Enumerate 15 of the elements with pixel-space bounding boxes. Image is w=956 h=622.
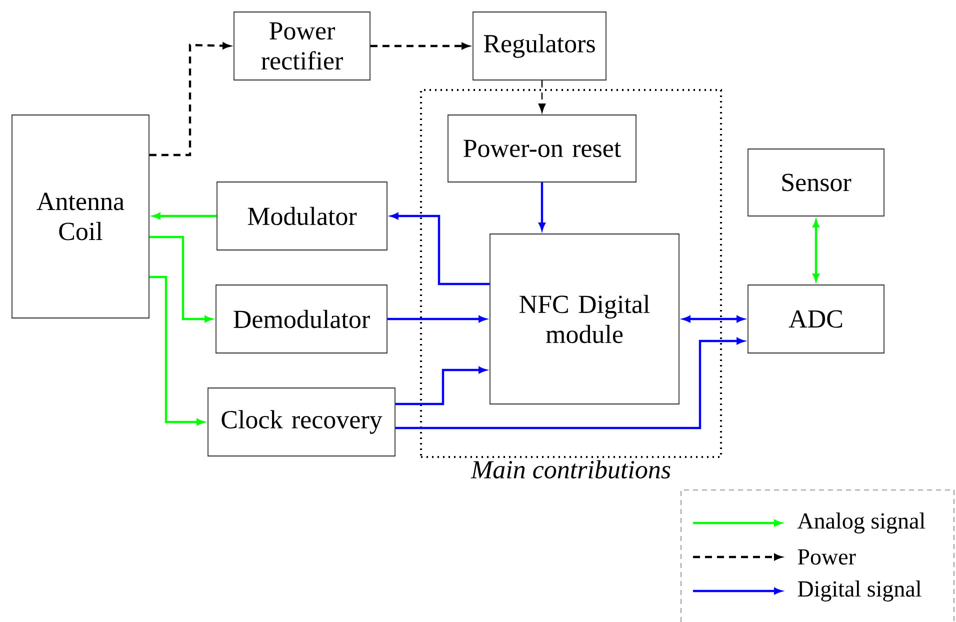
block-box: ADC (748, 284, 884, 354)
block-box: NFC Digital module (490, 234, 680, 404)
block-box: Regulators (472, 12, 606, 80)
block-box: Power-on reset (448, 114, 636, 182)
block-box: Antenna Coil (12, 114, 150, 318)
node-label: Main contributions (470, 460, 670, 479)
block-box: Sensor (748, 148, 884, 216)
block-box: Demodulator (216, 284, 388, 354)
legend-label: Analog signal (797, 512, 926, 534)
arrow (538, 80, 546, 113)
legend-label: Digital signal (798, 580, 922, 602)
legend-label: Power (798, 549, 856, 565)
block-box: Modulator (216, 182, 388, 250)
block-box: Power rectifier (234, 12, 370, 80)
block-box: Clock recovery (208, 388, 396, 456)
